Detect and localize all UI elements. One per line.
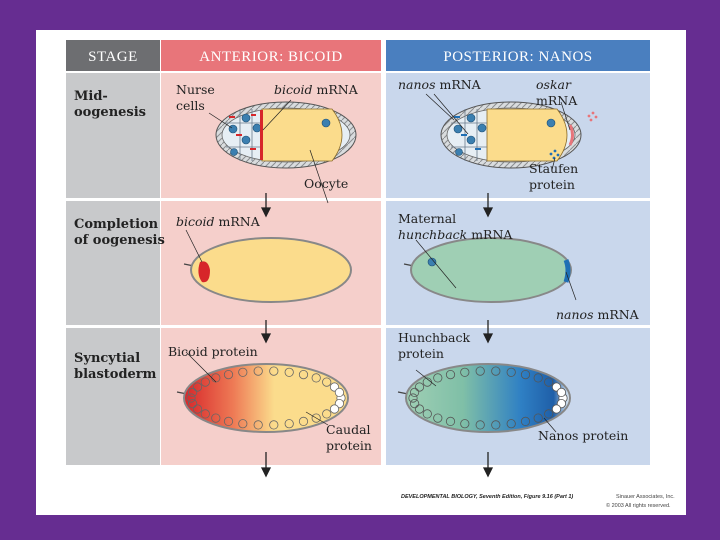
nucleus xyxy=(200,409,210,419)
nucleus xyxy=(253,420,263,430)
nucleus xyxy=(551,404,562,414)
nucleus xyxy=(506,367,516,377)
nucleus xyxy=(544,377,554,387)
nucleus xyxy=(506,419,516,429)
nucleus xyxy=(433,413,443,423)
nanos-protein-label: Nanos protein xyxy=(538,428,628,443)
nucleus xyxy=(192,404,203,414)
nucleus xyxy=(422,409,432,419)
posterior-header: POSTERIOR: NANOS xyxy=(443,49,592,65)
bicoid-protein-label: Bicoid protein xyxy=(168,344,258,359)
nucleus xyxy=(211,413,221,423)
row-divider xyxy=(66,198,650,201)
stage-column xyxy=(66,73,160,465)
nucleus xyxy=(322,409,332,419)
nucleus xyxy=(445,369,456,380)
caudal-label-1: Caudal xyxy=(326,422,371,437)
nucleus xyxy=(238,419,248,429)
bicoid-mrna-mid-label: bicoid mRNA xyxy=(176,214,261,229)
nurse-cells-label-1: Nurse xyxy=(176,82,215,97)
staufen-label-2: protein xyxy=(529,177,575,192)
nucleus xyxy=(188,398,198,409)
stage-label-2b: of oogenesis xyxy=(74,233,165,248)
nucleus xyxy=(311,373,321,383)
nucleus xyxy=(533,373,543,383)
egg-chamber-anterior xyxy=(208,99,357,204)
nanos-mrna-mid-label: nanos mRNA xyxy=(556,307,640,322)
nucleus xyxy=(475,366,485,376)
nurse-cells-label-2: cells xyxy=(176,98,205,113)
nucleus xyxy=(223,416,234,426)
nucleus xyxy=(269,366,279,376)
nanos-mrna-top-label: nanos mRNA xyxy=(398,77,482,92)
nucleus xyxy=(520,369,531,380)
stage-label-3b: blastoderm xyxy=(74,367,157,382)
nucleus xyxy=(188,387,198,397)
oocyte-hunchback xyxy=(403,237,577,303)
posterior-header-cell xyxy=(386,40,650,71)
nucleus xyxy=(556,387,567,397)
progression-arrows xyxy=(260,193,494,478)
publisher: Sinauer Associates, Inc. xyxy=(616,494,675,500)
nucleus xyxy=(533,413,543,423)
nucleus xyxy=(329,404,340,414)
nucleus xyxy=(445,416,456,426)
nucleus xyxy=(414,404,425,414)
nucleus xyxy=(334,387,344,397)
nucleus xyxy=(322,377,332,387)
oocyte-label: Oocyte xyxy=(304,176,348,191)
nucleus xyxy=(192,382,203,392)
nucleus xyxy=(544,409,554,419)
development-diagram: STAGE ANTERIOR: BICOID POSTERIOR: NANOS … xyxy=(66,40,675,509)
stage-header-cell xyxy=(66,40,160,71)
nucleus xyxy=(433,373,443,383)
figure-caption: DEVELOPMENTAL BIOLOGY, Seventh Edition, … xyxy=(401,494,573,500)
stage-label-3a: Syncytial xyxy=(74,351,140,366)
hunchback-protein-label-1: Hunchback xyxy=(398,330,471,345)
nucleus xyxy=(298,416,309,426)
nucleus xyxy=(475,420,485,430)
nucleus xyxy=(491,420,501,430)
copyright: © 2003 All rights reserved. xyxy=(606,502,671,509)
nucleus xyxy=(253,366,263,376)
nucleus xyxy=(460,419,470,429)
stage-label-1b: oogenesis xyxy=(74,105,146,120)
stage-header: STAGE xyxy=(88,49,138,65)
nucleus xyxy=(269,420,279,430)
stage-label-2a: Completion xyxy=(74,217,159,232)
nucleus xyxy=(414,382,425,392)
anterior-header-cell xyxy=(161,40,381,71)
blastoderm-nanos xyxy=(397,363,571,433)
nucleus xyxy=(186,393,196,403)
caudal-label-2: protein xyxy=(326,438,372,453)
anterior-header: ANTERIOR: BICOID xyxy=(199,49,342,65)
nucleus xyxy=(311,413,321,423)
oskar-label-1: oskar xyxy=(536,77,572,92)
oocyte-bicoid xyxy=(183,229,352,303)
slide: STAGE ANTERIOR: BICOID POSTERIOR: NANOS … xyxy=(36,30,686,515)
nucleus xyxy=(298,369,309,380)
hunchback-protein-label-2: protein xyxy=(398,346,444,361)
column-divider xyxy=(381,40,386,465)
nucleus xyxy=(284,367,294,377)
nucleus xyxy=(491,366,501,376)
oskar-label-2: mRNA xyxy=(536,93,578,108)
blastoderm-bicoid xyxy=(176,351,349,433)
nucleus xyxy=(200,377,210,387)
nucleus xyxy=(409,387,420,397)
egg-chamber-posterior xyxy=(425,93,598,171)
nucleus xyxy=(223,369,234,380)
nucleus xyxy=(238,367,248,377)
maternal-label: Maternal xyxy=(398,211,456,226)
stage-label-1a: Mid- xyxy=(74,89,108,104)
row-divider xyxy=(66,325,650,328)
nucleus xyxy=(520,416,531,426)
bicoid-mrna-top-label: bicoid mRNA xyxy=(274,82,359,97)
nucleus xyxy=(284,419,294,429)
staufen-label-1: Staufen xyxy=(529,161,578,176)
nucleus xyxy=(460,367,470,377)
nucleus xyxy=(409,398,420,409)
hunchback-mrna-label: hunchback mRNA xyxy=(398,227,513,242)
nucleus xyxy=(408,393,418,403)
